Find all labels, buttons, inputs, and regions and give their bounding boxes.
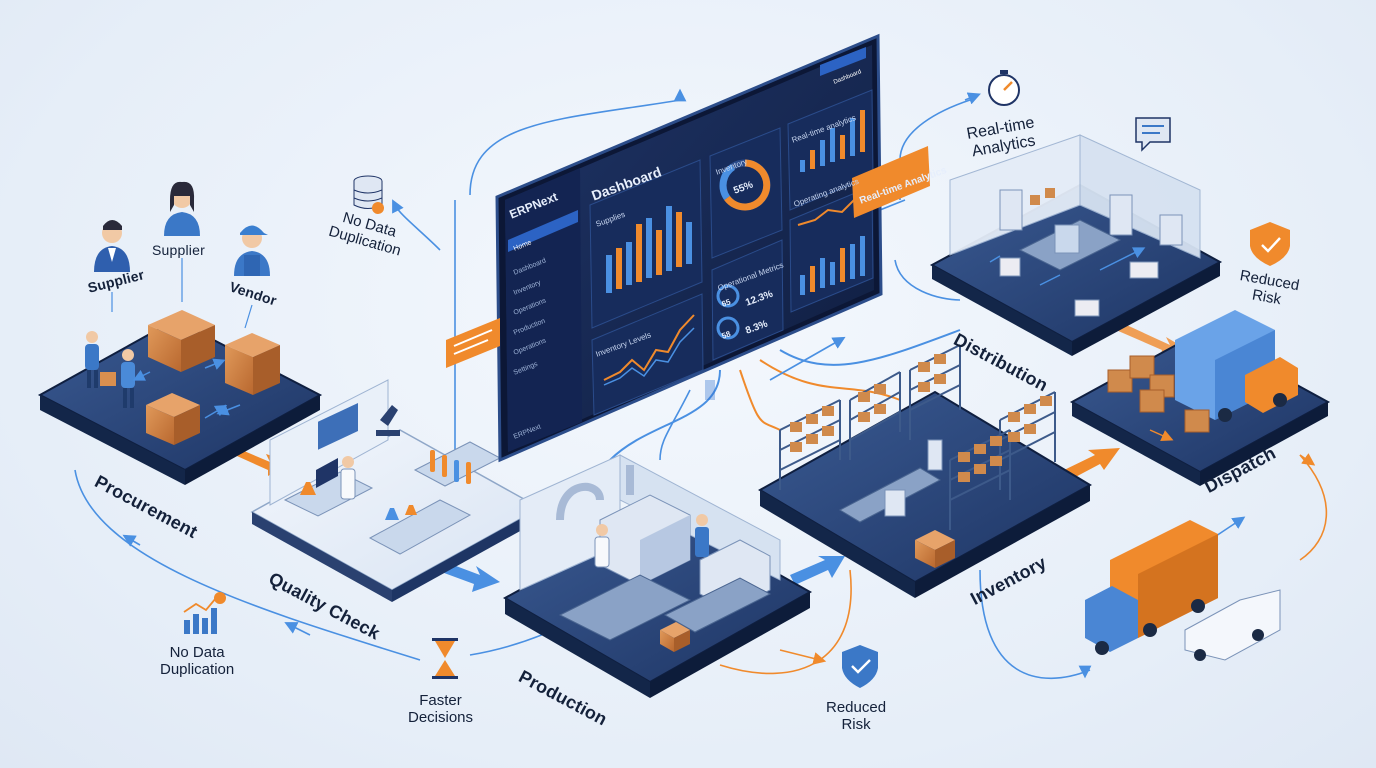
worker-figure	[85, 331, 135, 408]
production-platform	[502, 454, 813, 698]
side-orange-badge	[446, 318, 500, 368]
growth-chart-icon	[183, 592, 226, 634]
dashboard-screen	[495, 33, 883, 463]
crate	[148, 310, 215, 372]
lower-bars	[800, 236, 865, 295]
supplier-avatar-top	[164, 181, 200, 236]
distribution-platform	[929, 134, 1223, 356]
no-duplication-bottom-line2: Duplication	[160, 661, 235, 679]
crate	[225, 333, 280, 395]
reduced-risk-bottom: Reduced Risk	[826, 699, 886, 734]
bar-chart	[606, 206, 692, 293]
shield-icon	[842, 645, 878, 688]
delivery-trucks	[1085, 520, 1281, 661]
supplier-avatar-left	[94, 220, 130, 272]
faster-decisions-line2: Decisions	[408, 709, 474, 727]
chat-bubble-icon	[1135, 117, 1171, 152]
hourglass-icon	[432, 638, 458, 679]
crate	[146, 393, 200, 445]
vendor-avatar	[234, 225, 270, 276]
quality-check-platform	[250, 379, 542, 602]
shield-icon	[1250, 222, 1290, 266]
realtime-bars	[800, 110, 865, 172]
reduced-risk-bottom-line1: Reduced	[826, 699, 887, 716]
inventory-donut	[719, 159, 771, 211]
no-duplication-bottom-line1: No Data	[169, 644, 225, 661]
realtime-badge	[852, 146, 930, 218]
no-duplication-bottom: No Data Duplication	[160, 644, 234, 679]
supplier-top-label: Supplier	[152, 242, 205, 258]
reduced-risk-bottom-line2: Risk	[841, 716, 871, 734]
inventory-trend-line	[603, 314, 695, 386]
inventory-platform	[757, 344, 1093, 598]
faster-decisions-line1: Faster	[419, 692, 462, 709]
faster-decisions: Faster Decisions	[408, 692, 473, 727]
stopwatch-icon	[988, 70, 1020, 106]
flow-lines	[74, 88, 1328, 680]
dispatch-platform	[1069, 310, 1331, 486]
procurement-platform	[37, 310, 323, 485]
database-icon	[353, 175, 384, 214]
